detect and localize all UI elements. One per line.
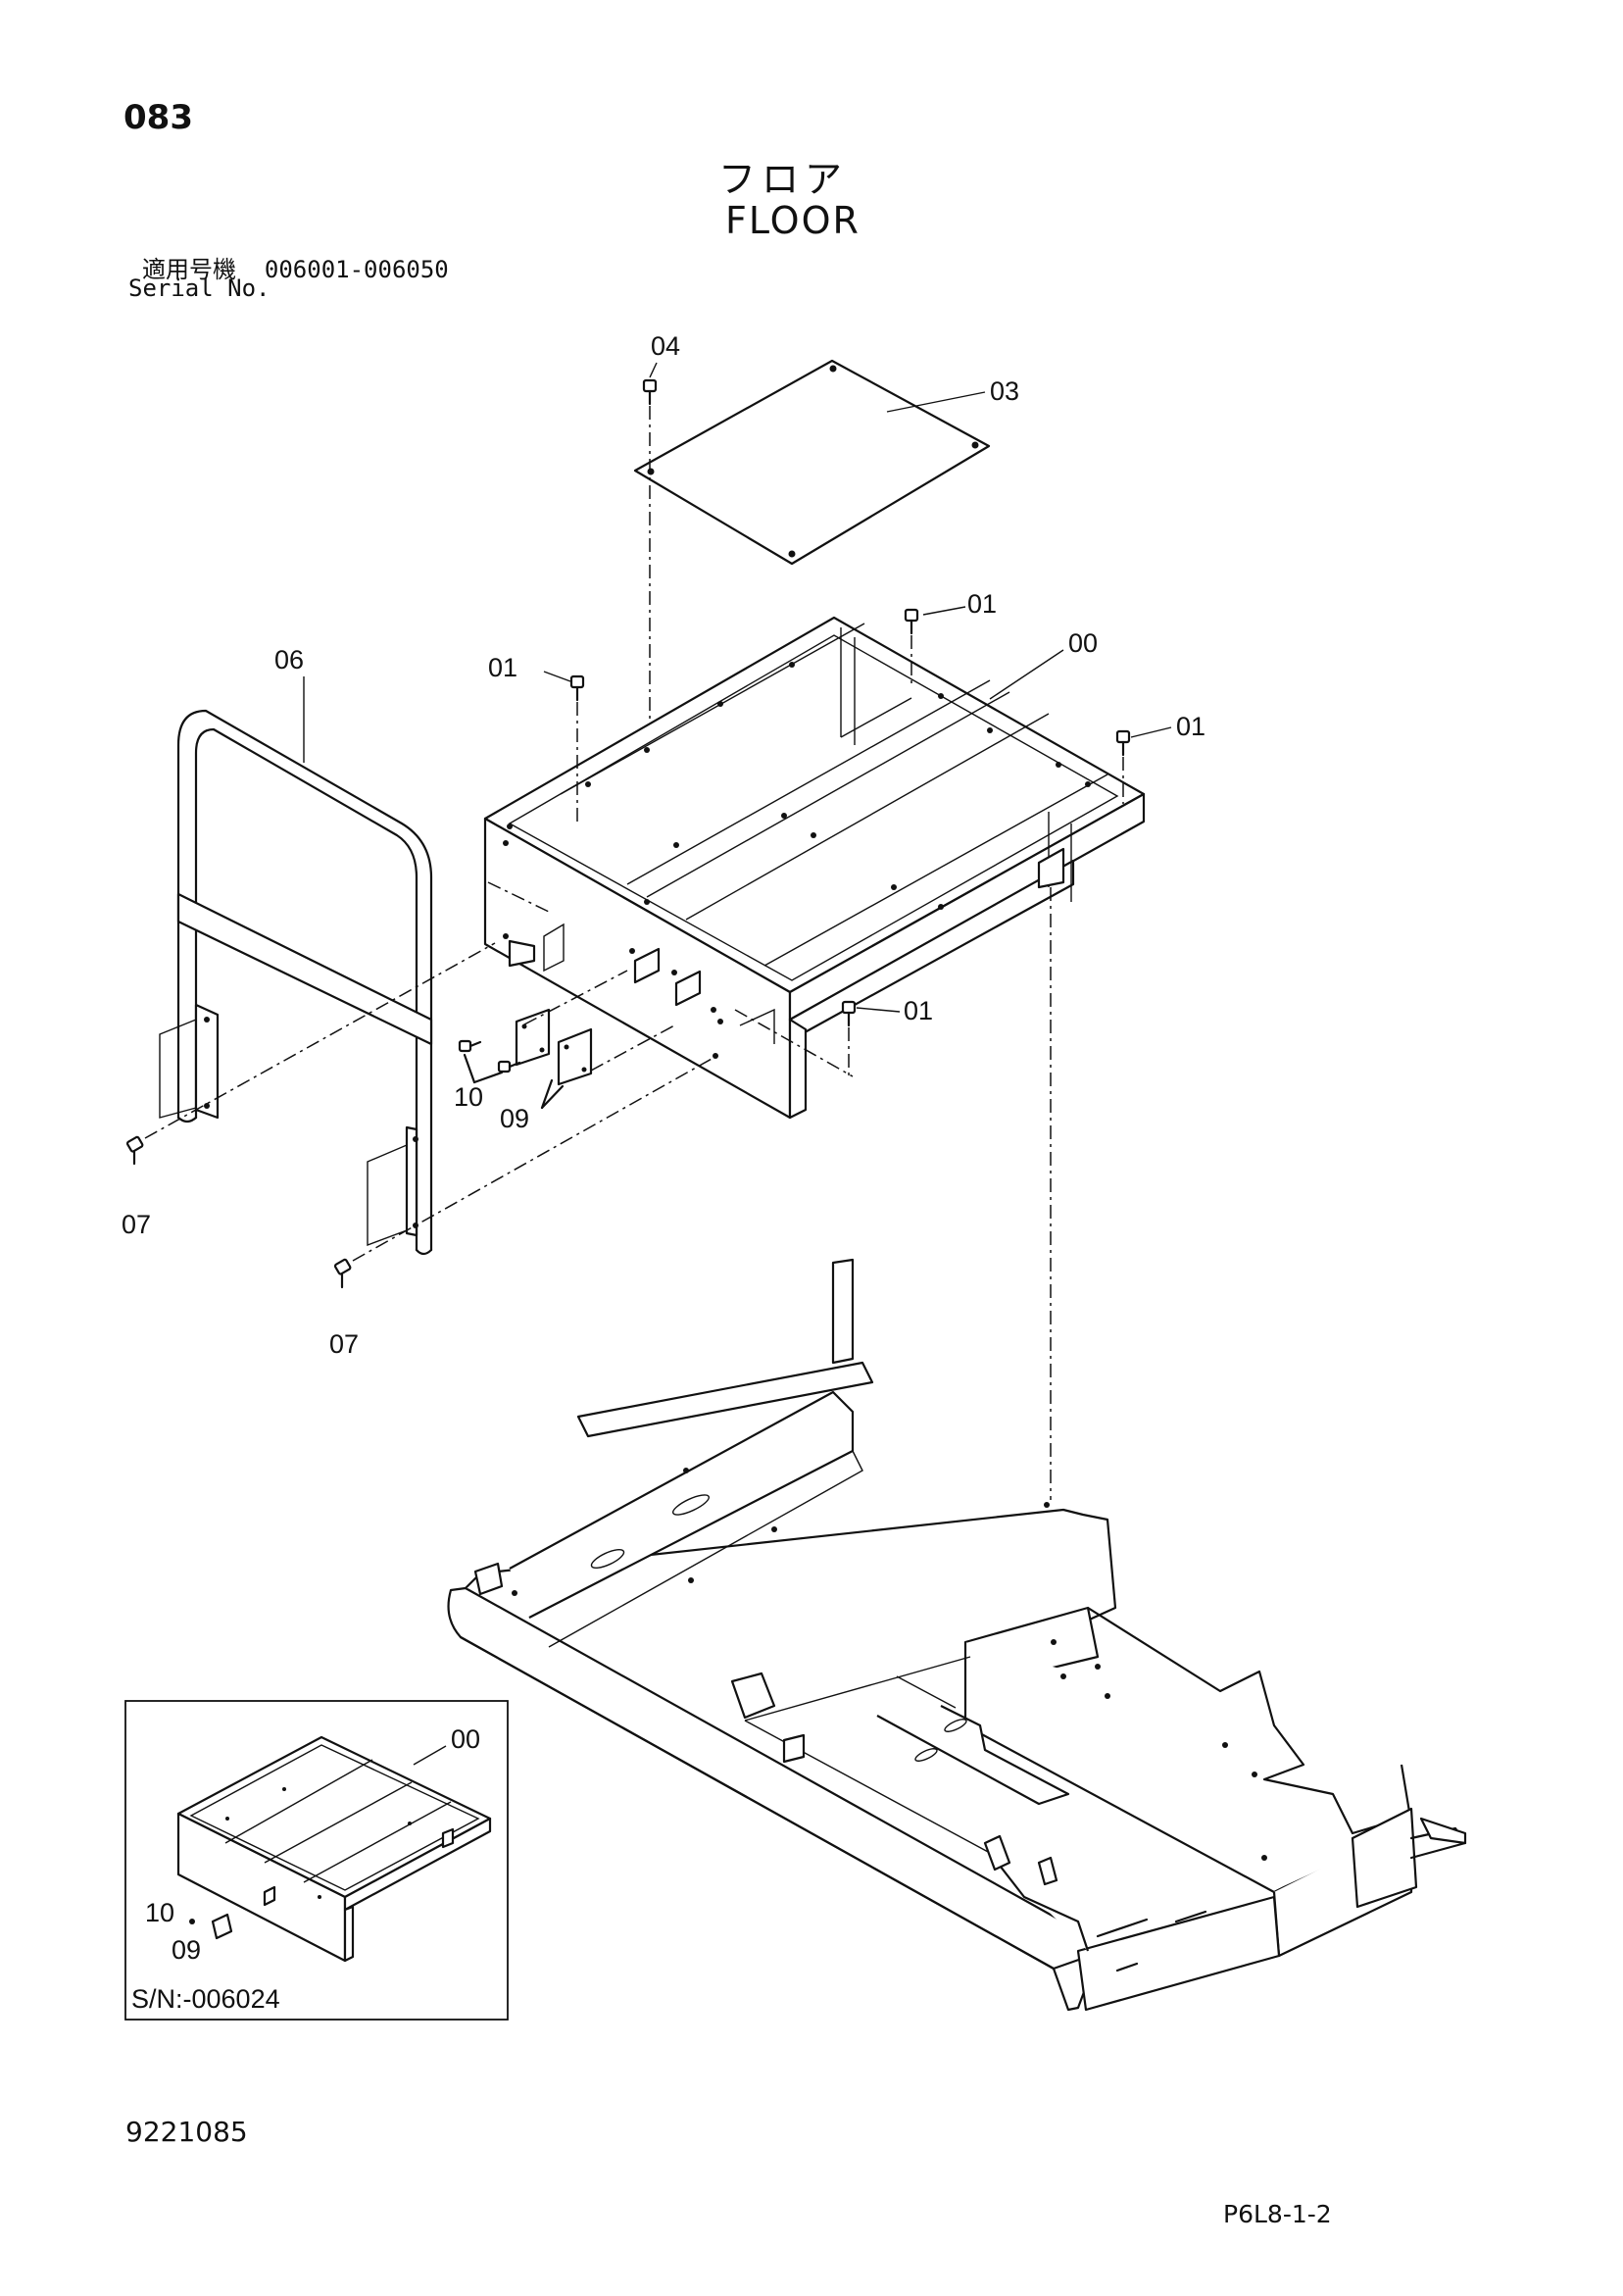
callout-06: 06 [274,645,304,674]
callout-01-c: 01 [1176,712,1205,741]
callout-10: 10 [454,1082,483,1112]
inset-serial-note: S/N:-006024 [131,1984,280,2014]
inset-detail-box [124,1700,509,2021]
callout-04: 04 [651,331,680,361]
leader-lines [303,362,1172,1013]
callout-09: 09 [500,1104,529,1133]
bolt-part-10 [458,1039,521,1084]
serial-range: 006001-006050 [264,256,449,283]
revolving-frame [447,1258,1467,2012]
inset-callout-10: 10 [145,1898,174,1927]
page-number: 083 [123,98,193,137]
bolt-part-07-a [125,942,496,1166]
callout-03: 03 [990,376,1019,406]
page-title-english: FLOOR [725,199,861,242]
callout-01-d: 01 [904,996,933,1025]
bolt-part-01-a [569,674,585,822]
bolt-part-04 [642,378,658,725]
callout-07-a: 07 [122,1210,151,1239]
bolt-part-01-b [904,608,919,686]
inset-callout-00: 00 [451,1724,480,1754]
document-number: 9221085 [125,2116,248,2148]
callout-01-b: 01 [967,589,997,619]
floor-frame-part-00 [483,616,1146,1120]
bolt-part-01-d [841,1000,857,1078]
bolt-part-07-b [333,1053,721,1289]
serial-label-japanese: 適用号機 [142,256,236,283]
plate-part-09 [515,1008,593,1110]
cover-plate-part-03 [633,359,991,566]
page-title-japanese: フロア [718,158,849,201]
callout-07-b: 07 [329,1329,359,1359]
inset-callout-09: 09 [172,1935,201,1965]
page-code: P6L8-1-2 [1223,2200,1332,2228]
callout-01-a: 01 [488,653,517,682]
callout-00: 00 [1068,628,1098,658]
serial-label-english: Serial No. [128,275,270,302]
handrail-part-06 [159,709,433,1256]
bolt-part-01-c [1115,729,1131,804]
serial-applicability-line: 適用号機 006001-006050 [142,250,449,284]
